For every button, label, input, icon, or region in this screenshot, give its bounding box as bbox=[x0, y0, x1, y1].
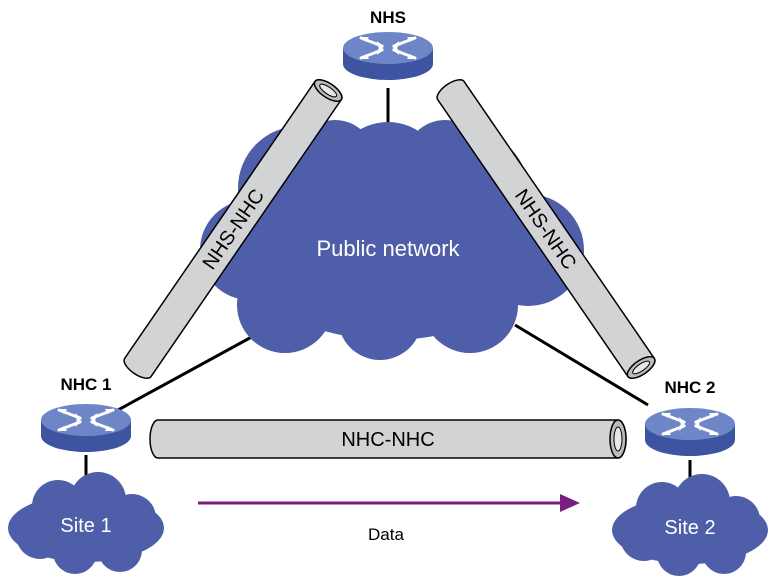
link-nhc1-cloud bbox=[117, 326, 269, 412]
tunnel-bottom: NHC-NHC bbox=[149, 419, 627, 459]
site2-label: Site 2 bbox=[664, 517, 715, 539]
site2-cloud bbox=[612, 474, 768, 576]
router-icon bbox=[39, 402, 133, 454]
router-icon bbox=[341, 30, 435, 82]
router-nhc2 bbox=[643, 406, 737, 458]
tunnel-bottom-label: NHC-NHC bbox=[341, 429, 434, 451]
public-network-label: Public network bbox=[316, 236, 460, 261]
site1-cloud bbox=[8, 472, 164, 574]
nhc1-label: NHC 1 bbox=[60, 375, 111, 394]
router-nhs bbox=[341, 30, 435, 82]
nhs-label: NHS bbox=[370, 8, 406, 27]
router-nhc1 bbox=[39, 402, 133, 454]
data-flow-label: Data bbox=[368, 525, 404, 544]
router-icon bbox=[643, 406, 737, 458]
site1-label: Site 1 bbox=[60, 515, 111, 537]
nhc2-label: NHC 2 bbox=[664, 378, 715, 397]
link-nhc2-cloud bbox=[514, 323, 649, 407]
data-flow-arrow bbox=[198, 494, 580, 512]
